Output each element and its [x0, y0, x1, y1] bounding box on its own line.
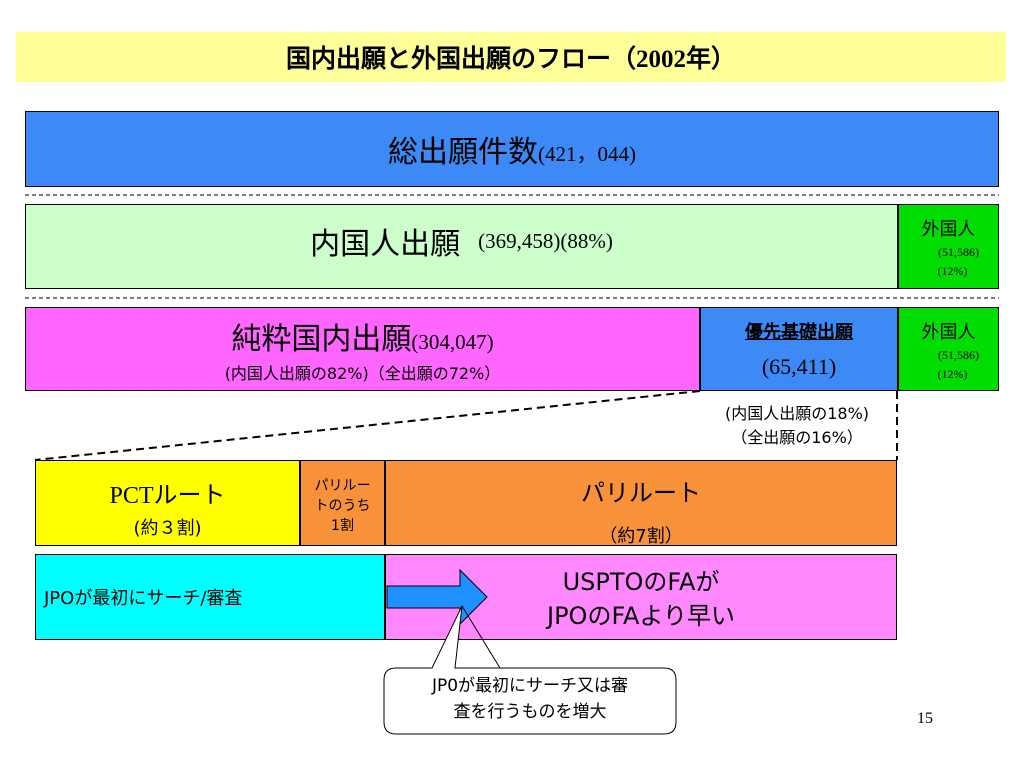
paris-route-sub: （約7割） [599, 526, 683, 547]
priority-label: 優先基礎出願 [745, 322, 853, 343]
foreign-count-2: (51,586) [938, 348, 979, 362]
title-suffix: 年） [686, 44, 737, 73]
priority-value: (65,411) [761, 354, 837, 379]
paris-subset-line2: トのうち [314, 498, 371, 514]
domestic-label: 内国人出願 [310, 227, 461, 262]
foreign-label-2: 外国人 [921, 322, 976, 343]
paris-subset-box: パリルー トのうち 1割 [300, 460, 385, 546]
priority-note-line1: (内国人出願の18%) [724, 404, 870, 423]
foreign-pct-2: (12%) [937, 367, 968, 381]
title-text: 国内出願と外国出願のフロー（ [285, 44, 636, 73]
callout-line2: 査を行うものを増大 [453, 702, 607, 722]
priority-note-line2: （全出願の16%） [731, 428, 863, 447]
foreign-applications-box-1: 外国人 (51,586) (12%) [898, 204, 999, 289]
page-title: 国内出願と外国出願のフロー（2002年） [286, 39, 736, 75]
total-value: (421，044) [538, 142, 636, 166]
foreign-count-1: (51,586) [938, 245, 979, 259]
callout-balloon [383, 605, 677, 735]
foreign-applications-box-2: 外国人 (51,586) (12%) [898, 307, 999, 391]
paris-route-label: パリルート [581, 479, 701, 507]
pct-route-box: PCTルート (約３割) [35, 460, 300, 546]
pure-domestic-label: 純粋国内出願 [231, 322, 412, 357]
paris-route-box: パリルート （約7割） [385, 460, 897, 547]
title-bar: 国内出願と外国出願のフロー（2002年） [16, 32, 1006, 82]
connector-left [34, 390, 701, 461]
pure-domestic-value: (304,047) [411, 330, 494, 354]
domestic-value: (369,458)(88%) [478, 229, 613, 253]
foreign-label-1: 外国人 [921, 219, 976, 240]
pure-domestic-sub: (内国人出願の82%)（全出願の72%） [224, 364, 501, 383]
jpo-first-label: JPOが最初にサーチ/審査 [44, 588, 243, 609]
page-number: 15 [917, 710, 933, 727]
priority-basis-box: 優先基礎出願 (65,411) [700, 307, 898, 391]
pct-route-sub: (約３割) [133, 518, 202, 539]
total-applications-box: 総出願件数 (421，044) [25, 111, 999, 187]
paris-subset-line1: パリルー [314, 478, 371, 494]
title-year: 2002 [636, 46, 686, 73]
callout-text: JP0が最初にサーチ又は審 査を行うものを増大 [384, 673, 676, 725]
foreign-pct-1: (12%) [937, 264, 968, 278]
pure-domestic-heading: 純粋国内出願 (304,047) [231, 314, 493, 358]
priority-note: (内国人出願の18%) （全出願の16%） [694, 402, 900, 450]
uspto-line2: JPOのFAより早い [547, 602, 735, 630]
uspto-line1: USPTOのFAが [562, 568, 720, 596]
jpo-first-box: JPOが最初にサーチ/審査 [35, 554, 385, 640]
arrow-right-icon [386, 568, 488, 626]
domestic-applications-box: 内国人出願 (369,458)(88%) [25, 204, 898, 289]
pure-domestic-box: 純粋国内出願 (304,047) (内国人出願の82%)（全出願の72%） [25, 307, 700, 391]
paris-subset-line3: 1割 [331, 518, 354, 534]
total-label: 総出願件数 [388, 135, 538, 170]
callout-pointer-extra [461, 605, 501, 669]
callout-line1: JP0が最初にサーチ又は審 [431, 676, 629, 696]
pct-route-label: PCTルート [109, 483, 226, 509]
